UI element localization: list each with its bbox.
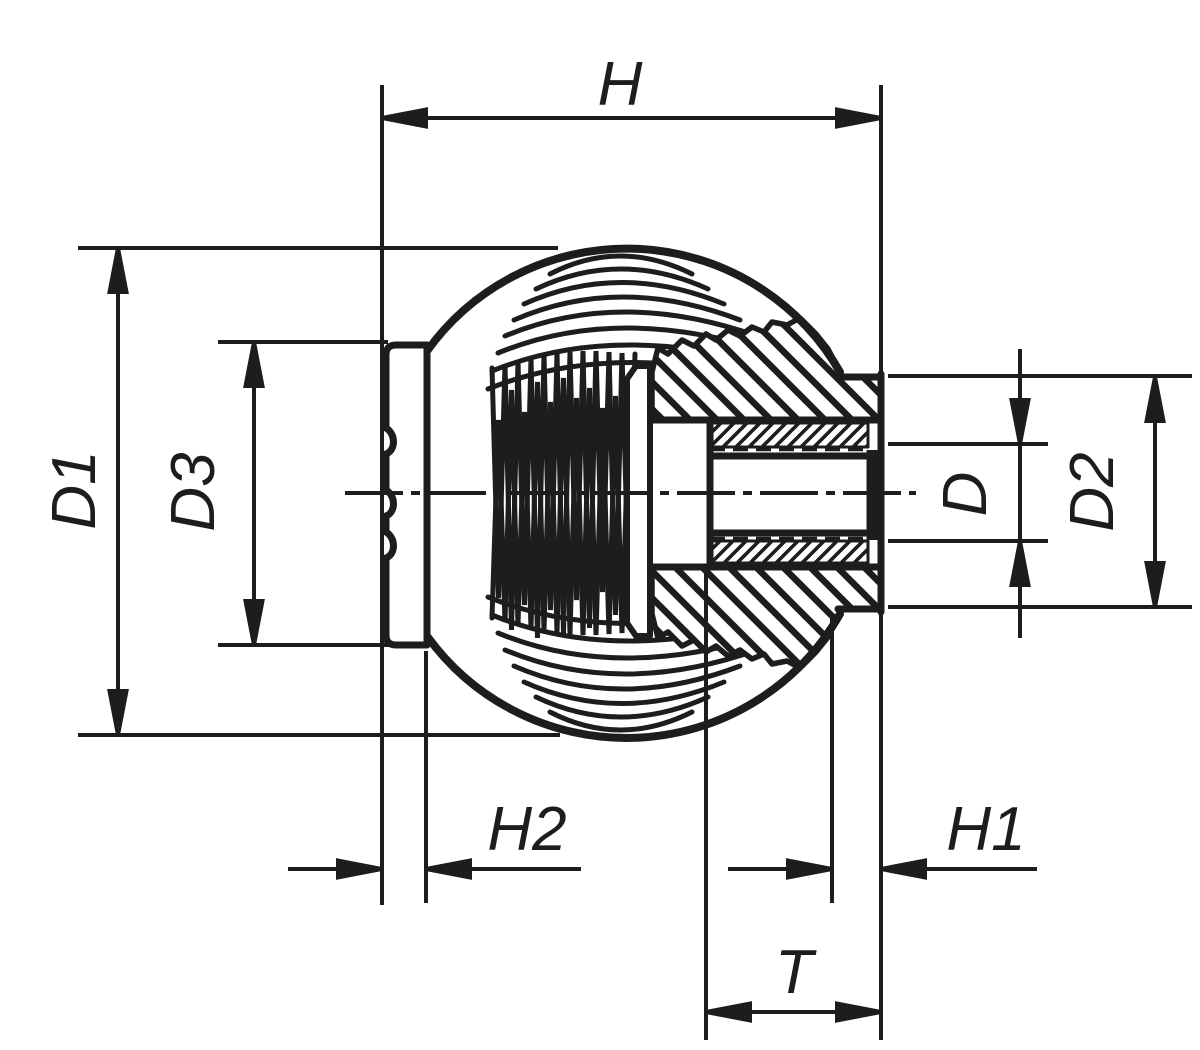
arrowhead (786, 858, 833, 880)
dimension-lines: H D1 D3 D D2 (40, 50, 1166, 1023)
sphere-outline-top (423, 244, 844, 376)
arrowhead (336, 858, 383, 880)
arrowhead (107, 247, 129, 294)
dimension-d1: D1 (40, 247, 129, 736)
rib-arcs-top (485, 253, 805, 392)
dim-label-d2: D2 (1058, 452, 1127, 531)
arrowhead (1144, 376, 1166, 423)
arrowhead (705, 1001, 752, 1023)
dimension-h: H (381, 50, 882, 129)
thread-hatch-lower (708, 539, 870, 565)
dimension-h2: H2 (288, 795, 581, 880)
dim-label-d: D (931, 472, 1000, 517)
arrowhead (425, 858, 472, 880)
rib-spikes-up (489, 377, 638, 636)
arrowhead (243, 341, 265, 388)
rib-texture (485, 253, 805, 733)
sphere-outline-bottom (423, 610, 844, 742)
thread-hatch-upper (708, 421, 870, 449)
dim-label-t: T (775, 938, 817, 1007)
bore-edges (710, 452, 874, 537)
dim-label-d1: D1 (40, 450, 109, 529)
arrowhead (880, 858, 927, 880)
dim-label-h2: H2 (487, 795, 566, 864)
dimension-d2: D2 (1058, 376, 1166, 608)
dimension-d3: D3 (159, 341, 265, 646)
rib-arcs-bottom (485, 594, 805, 733)
dimension-d: D (931, 349, 1031, 638)
arrowhead (1009, 398, 1031, 445)
rib-spikes-down (489, 350, 638, 639)
thread-crest-dashed (710, 447, 868, 541)
section-cut (649, 315, 884, 671)
dim-label-d3: D3 (159, 452, 228, 531)
dim-label-h: H (598, 50, 643, 119)
arrowhead (1009, 540, 1031, 587)
insert-flange (624, 363, 653, 639)
ext-line-d1 (78, 246, 560, 737)
ext-line-d2 (888, 374, 1192, 609)
arrowhead (835, 1001, 882, 1023)
arrowhead (243, 599, 265, 646)
dim-label-h1: H1 (946, 795, 1025, 864)
flat-pad-outline (382, 341, 431, 649)
arrowhead (381, 107, 428, 129)
arrowhead (1144, 561, 1166, 608)
knob-outline (382, 244, 885, 742)
counterbore-edges (650, 416, 881, 571)
dimension-h1: H1 (728, 795, 1037, 880)
dimension-t: T (705, 938, 882, 1023)
arrowhead (107, 689, 129, 736)
arrowhead (835, 107, 882, 129)
